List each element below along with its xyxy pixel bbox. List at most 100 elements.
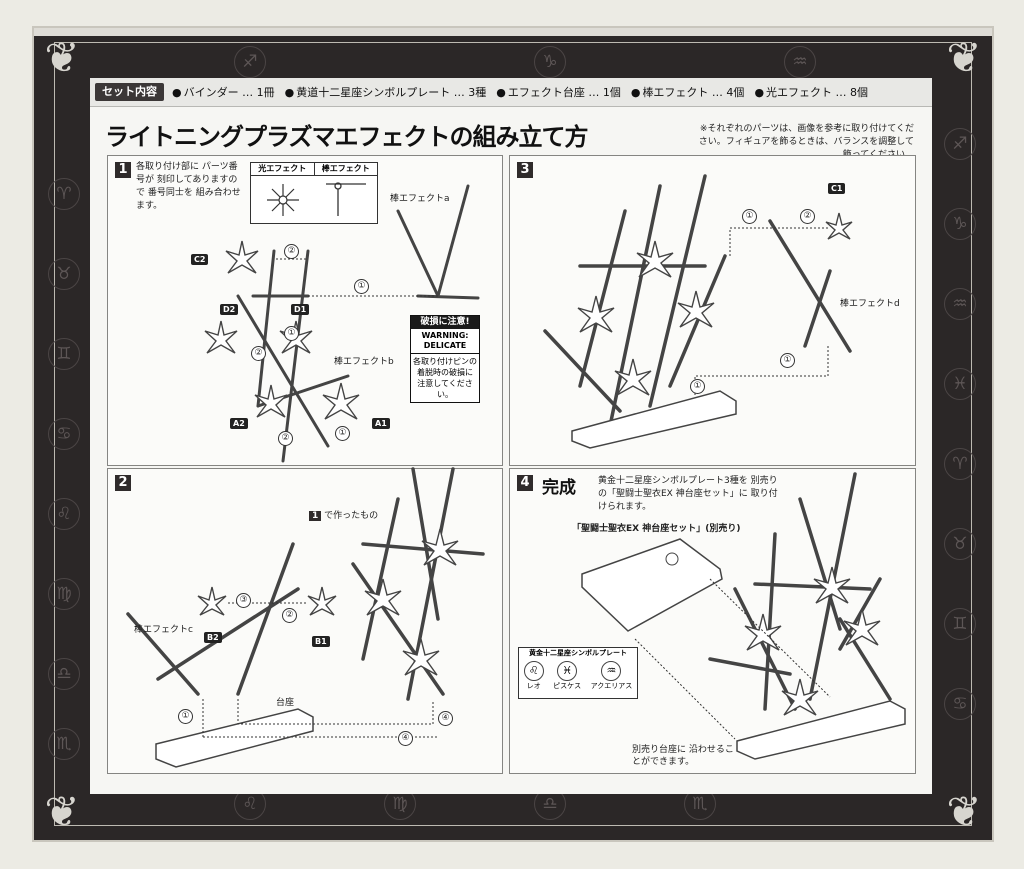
plate-label: アクエリアス xyxy=(590,682,633,690)
plate-leo: ♌ レオ xyxy=(523,661,544,691)
set-item: 光エフェクト … 8個 xyxy=(754,84,868,100)
plate-aquarius: ♒ アクエリアス xyxy=(590,661,633,691)
light-effects xyxy=(204,240,360,420)
zodiac-pisces-icon: ♓ xyxy=(944,368,976,400)
symbol-plate-box: 黄金十二星座シンボルプレート ♌ レオ ♓ ピスケス ♒ アクエリアス xyxy=(518,647,638,699)
instruction-panel: セット内容 バインダー … 1冊 黄道十二星座シンボルプレート … 3種 エフェ… xyxy=(90,78,932,794)
zodiac-cancer-icon: ♋ xyxy=(48,418,80,450)
plate-box-title: 黄金十二星座シンボルプレート xyxy=(529,649,627,657)
leo-icon: ♌ xyxy=(523,661,544,681)
legend-illustration xyxy=(267,182,366,216)
plate-label: レオ xyxy=(526,682,541,690)
step-1-ref: 1 xyxy=(309,511,322,521)
zodiac-capricorn-icon: ♑ xyxy=(944,208,976,240)
step-marker: ② xyxy=(251,346,266,361)
stand-socket xyxy=(665,552,679,566)
parts-legend: 光エフェクト 棒エフェクト xyxy=(250,162,378,224)
light-effects xyxy=(744,566,881,716)
step-number: 2 xyxy=(115,475,131,491)
zodiac-sagittarius-icon: ♐ xyxy=(234,46,266,78)
step-number: 4 xyxy=(517,475,533,491)
step-2-panel: 2 xyxy=(107,467,503,774)
set-item: 棒エフェクト … 4個 xyxy=(631,84,744,100)
legend-rod-label: 棒エフェクト xyxy=(321,164,370,173)
legend-light-label: 光エフェクト xyxy=(251,163,315,175)
step-marker: ② xyxy=(284,244,299,259)
warning-english: WARNING: DELICATE xyxy=(411,329,479,354)
zodiac-libra-icon: ♎ xyxy=(48,658,80,690)
zodiac-capricorn-icon: ♑ xyxy=(534,46,566,78)
zodiac-leo-icon: ♌ xyxy=(48,498,80,530)
light-effects xyxy=(577,212,853,396)
part-tag: B2 xyxy=(204,632,222,643)
step-4-panel: 4 完成 黄金十二星座シンボルプレート3種を 別売りの「聖闘士聖衣EX 神台座セ… xyxy=(509,468,916,774)
set-contents-bar: セット内容 バインダー … 1冊 黄道十二星座シンボルプレート … 3種 エフェ… xyxy=(90,78,932,107)
step-marker: ① xyxy=(354,279,369,294)
step-marker: ② xyxy=(278,431,293,446)
warning-en-line1: WARNING: xyxy=(421,331,469,340)
set-contents-label: セット内容 xyxy=(95,83,164,101)
step-marker: ① xyxy=(742,209,757,224)
step-marker: ② xyxy=(800,209,815,224)
zodiac-sagittarius-icon: ♐ xyxy=(944,128,976,160)
part-tag: A2 xyxy=(230,418,248,429)
step-marker: ① xyxy=(178,709,193,724)
step-marker: ③ xyxy=(236,593,251,608)
zodiac-virgo-icon: ♍ xyxy=(48,578,80,610)
effect-base xyxy=(736,700,906,760)
part-tag: C2 xyxy=(191,254,209,265)
step-marker: ① xyxy=(690,379,705,394)
step-4-illustration xyxy=(581,472,906,760)
warning-heading: 破損に注意! xyxy=(411,316,479,329)
part-tag: C1 xyxy=(828,183,846,194)
step-4-text: 黄金十二星座シンボルプレート3種を 別売りの「聖闘士聖衣EX 神台座セット」に … xyxy=(598,476,778,512)
set-item: エフェクト台座 … 1個 xyxy=(496,84,621,100)
god-stand xyxy=(581,538,723,632)
part-tag: D2 xyxy=(220,304,239,315)
rod-d-label: 棒エフェクトd xyxy=(840,299,900,309)
plate-pisces: ♓ ピスケス xyxy=(553,661,581,691)
delicate-warning: 破損に注意! WARNING: DELICATE 各取り付けピンの 着脱時の破損… xyxy=(410,315,480,403)
box-top-edge xyxy=(34,28,992,36)
step-1-illustration xyxy=(204,184,480,463)
zodiac-taurus-icon: ♉ xyxy=(48,258,80,290)
rod-a-label: 棒エフェクトa xyxy=(390,194,450,204)
step-2-illustration xyxy=(126,467,485,768)
step-marker: ④ xyxy=(438,711,453,726)
page-title: ライトニングプラズマエフェクトの組み立て方 xyxy=(105,123,589,151)
warning-en-line2: DELICATE xyxy=(423,341,467,350)
step-marker: ① xyxy=(780,353,795,368)
step-marker: ④ xyxy=(398,731,413,746)
pisces-icon: ♓ xyxy=(557,661,578,681)
zodiac-cancer-icon: ♋ xyxy=(944,688,976,720)
step-marker: ② xyxy=(282,608,297,623)
zodiac-gemini-icon: ♊ xyxy=(48,338,80,370)
step-1-panel: 1 各取り付け部に パーツ番号が 刻印してありますので 番号同士を 組み合わせま… xyxy=(107,155,503,466)
ornament-corner-icon: ❦ xyxy=(946,33,982,82)
part-tag: B1 xyxy=(312,636,330,647)
effect-base xyxy=(571,390,737,449)
made-in-step-1-label: 1 で作ったもの xyxy=(309,508,378,521)
made-in-step-1-text: で作ったもの xyxy=(324,511,379,521)
zodiac-taurus-icon: ♉ xyxy=(944,528,976,560)
step-1-text: 各取り付け部に パーツ番号が 刻印してありますので 番号同士を 組み合わせます。 xyxy=(136,162,241,211)
step-number: 3 xyxy=(517,162,533,178)
zodiac-aries-icon: ♈ xyxy=(944,448,976,480)
step-3-panel: 3 xyxy=(509,155,916,466)
ornament-corner-icon: ❦ xyxy=(44,787,80,836)
step-number: 1 xyxy=(115,162,131,178)
zodiac-gemini-icon: ♊ xyxy=(944,608,976,640)
set-item: バインダー … 1冊 xyxy=(172,84,275,100)
plate-label: ピスケス xyxy=(553,682,582,690)
rod-b-label: 棒エフェクトb xyxy=(334,357,394,367)
zodiac-aquarius-icon: ♒ xyxy=(944,288,976,320)
aquarius-icon: ♒ xyxy=(601,661,622,681)
zodiac-scorpio-icon: ♏ xyxy=(48,728,80,760)
stand-note: 「聖闘士聖衣EX 神台座セット」(別売り) xyxy=(572,524,741,534)
ornament-corner-icon: ❦ xyxy=(44,33,80,82)
step-4-footer: 別売り台座に 沿わせることができます。 xyxy=(632,745,734,767)
zodiac-aries-icon: ♈ xyxy=(48,178,80,210)
zodiac-aquarius-icon: ♒ xyxy=(784,46,816,78)
part-tag: D1 xyxy=(291,304,310,315)
part-tag: A1 xyxy=(372,418,390,429)
